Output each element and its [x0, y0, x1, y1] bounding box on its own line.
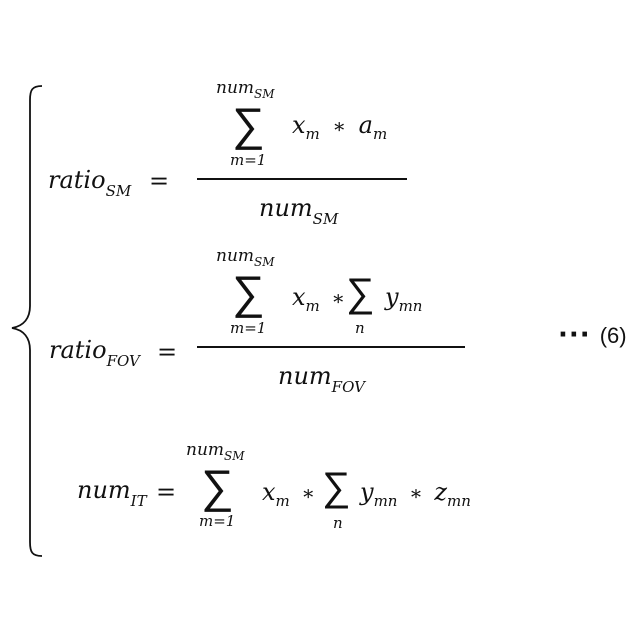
num-it-sum-symbol: ∑	[201, 463, 234, 509]
ratio-sm-sum-symbol: ∑	[232, 101, 265, 147]
ratio-fov-fraction-bar	[197, 346, 465, 348]
ratio-fov-sum-upper-base: num	[216, 246, 254, 266]
num-it-inner-sum-lower: n	[333, 516, 343, 531]
num-it-x-sub: m	[276, 492, 290, 510]
ratio-sm-den-sub: SM	[313, 210, 339, 228]
ratio-fov-sum-lower: m=1	[230, 321, 266, 336]
num-it-y: y	[360, 478, 374, 506]
ratio-sm-numerator-terms: xm ∗ am	[292, 113, 387, 137]
ratio-sm-den-base: num	[259, 194, 313, 222]
ratio-fov-sum-symbol: ∑	[232, 269, 265, 315]
num-it-x: x	[262, 478, 276, 506]
ratio-fov-x: x	[292, 283, 306, 311]
ratio-fov-inner-sum-lower: n	[355, 321, 365, 336]
num-it-y-sub: mn	[374, 492, 398, 510]
ratio-sm-a-sub: m	[373, 125, 387, 143]
ratio-fov-y-term: ymn	[385, 285, 422, 309]
ratio-sm-lhs-sub: SM	[106, 182, 132, 200]
ratio-sm-x-sub: m	[306, 125, 320, 143]
ratio-fov-equals: =	[157, 340, 177, 364]
ratio-fov-y-sub: mn	[399, 297, 423, 315]
num-it-sum-upper-base: num	[186, 440, 224, 460]
ratio-fov-denominator: numFOV	[278, 364, 365, 388]
num-it-lhs-base: num	[77, 476, 131, 504]
ratio-sm-sum-upper: numSM	[216, 80, 275, 97]
num-it-times-2: ∗	[409, 481, 423, 505]
num-it-lhs-sub: IT	[131, 492, 147, 510]
ratio-sm-a: a	[359, 111, 373, 139]
ratio-sm-lhs-base: ratio	[48, 166, 106, 194]
ratio-sm-sum-upper-base: num	[216, 78, 254, 98]
ratio-fov-lhs-sub: FOV	[107, 352, 140, 370]
num-it-sum-lower: m=1	[199, 514, 235, 529]
equation-number: (6)	[600, 323, 627, 348]
ratio-fov-den-sub: FOV	[332, 378, 365, 396]
ratio-sm-equals: =	[149, 169, 169, 193]
ratio-fov-inner-sum-symbol: ∑	[346, 273, 375, 313]
ratio-sm-sum-lower: m=1	[230, 153, 266, 168]
ratio-sm-times: ∗	[332, 114, 346, 138]
ratio-fov-x-term: xm ∗	[292, 285, 345, 309]
ratio-sm-lhs: ratioSM	[48, 168, 131, 192]
ratio-sm-x: x	[292, 111, 306, 139]
num-it-equals: =	[156, 480, 176, 504]
num-it-x-term: xm ∗	[262, 480, 315, 504]
num-it-sum-upper: numSM	[186, 442, 245, 459]
num-it-z-sub: mn	[447, 492, 471, 510]
ratio-fov-times: ∗	[331, 286, 345, 310]
ratio-fov-den-base: num	[278, 362, 332, 390]
num-it-lhs: numIT	[77, 478, 147, 502]
ratio-sm-fraction-bar	[197, 178, 407, 180]
ratio-fov-lhs: ratioFOV	[49, 338, 140, 362]
ratio-fov-y: y	[385, 283, 399, 311]
ratio-sm-denominator: numSM	[259, 196, 338, 220]
num-it-z: z	[434, 478, 447, 506]
ratio-fov-sum-upper: numSM	[216, 248, 275, 265]
ratio-fov-lhs-base: ratio	[49, 336, 107, 364]
num-it-yz-terms: ymn ∗ zmn	[360, 480, 471, 504]
ratio-fov-x-sub: m	[306, 297, 320, 315]
left-brace	[0, 0, 60, 640]
equation-number-group: ··· (6)	[558, 322, 627, 348]
ellipsis: ···	[558, 320, 591, 350]
num-it-times-1: ∗	[301, 481, 315, 505]
num-it-inner-sum-symbol: ∑	[322, 467, 351, 507]
